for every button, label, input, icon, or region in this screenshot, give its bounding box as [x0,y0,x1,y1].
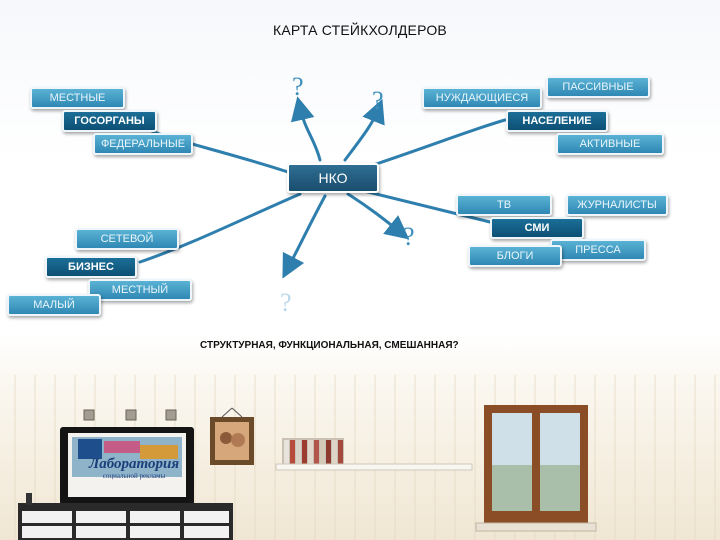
box-tv: ТВ [456,194,552,216]
connector-q4 [282,194,327,279]
box-local-business: МЕСТНЫЙ [88,279,192,301]
box-passive: ПАССИВНЫЕ [546,76,650,98]
box-press: ПРЕССА [550,239,646,261]
box-business: БИЗНЕС [45,256,137,278]
connector-media [358,188,492,224]
room-scene: Лаборатория социальной рекламы [0,375,720,540]
box-network: СЕТЕВОЙ [75,228,179,250]
box-population: НАСЕЛЕНИЕ [506,110,608,132]
box-blogs: БЛОГИ [468,245,562,267]
slide-caption: СТРУКТУРНАЯ, ФУНКЦИОНАЛЬНАЯ, СМЕШАННАЯ? [200,340,459,351]
question-mark-3: ? [403,222,415,251]
tv-logo: Лаборатория социальной рекламы [84,456,184,481]
box-small: МАЛЫЙ [7,294,101,316]
connector-q2 [343,98,385,162]
question-mark-1: ? [292,72,304,101]
tv-logo-line2: социальной рекламы [102,472,166,480]
connector-q1 [290,96,322,162]
room-illustration [14,375,716,540]
connector-population [356,118,507,172]
box-gov: ГОСОРГАНЫ [62,110,157,132]
center-node: НКО [287,163,379,193]
connector-business [138,192,302,264]
connector-q3 [346,192,410,240]
box-media: СМИ [490,217,584,239]
box-federal: ФЕДЕРАЛЬНЫЕ [93,133,193,155]
box-journalists: ЖУРНАЛИСТЫ [566,194,668,216]
box-needy: НУЖДАЮЩИЕСЯ [422,87,542,109]
question-mark-4: ? [280,288,292,317]
slide-title: КАРТА СТЕЙКХОЛДЕРОВ [273,22,447,38]
tv-logo-line1: Лаборатория [88,456,180,472]
question-mark-2: ? [372,86,384,115]
box-active: АКТИВНЫЕ [556,133,664,155]
box-local: МЕСТНЫЕ [30,87,125,109]
